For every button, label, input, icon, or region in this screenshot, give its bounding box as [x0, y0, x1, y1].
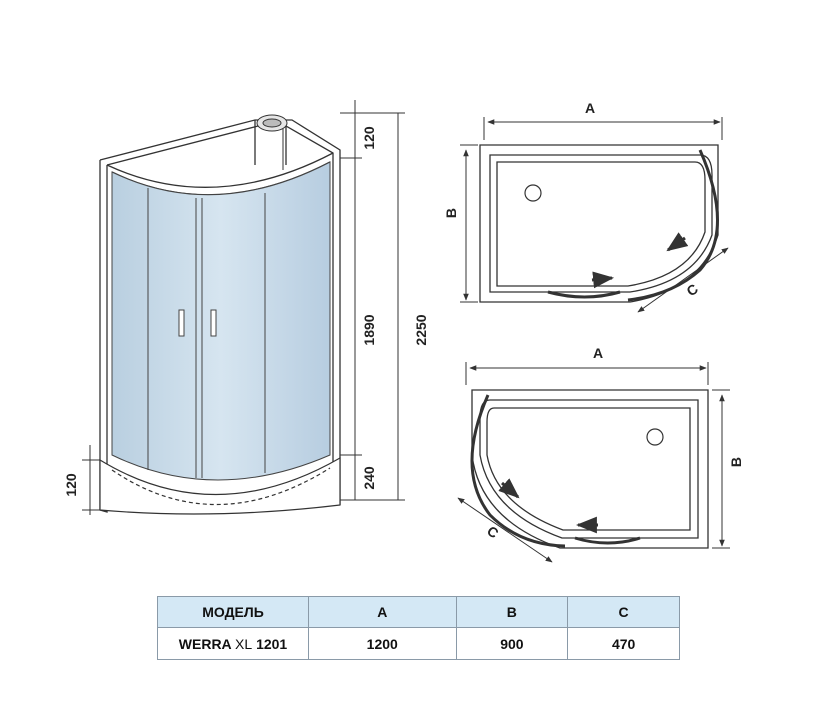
model-series: XL [235, 635, 253, 652]
front-dimensions [82, 100, 405, 515]
shower-head-icon [256, 114, 288, 170]
plan-right-label-a: A [585, 100, 595, 116]
plan-view-right: A B C [443, 100, 729, 313]
arrow-icon [591, 271, 615, 289]
cell-c: 470 [567, 627, 680, 660]
arrow-icon [498, 478, 520, 499]
dim-shower-height: 120 [361, 126, 377, 150]
plan-left-label-a: A [593, 345, 603, 361]
cell-a: 1200 [308, 627, 457, 660]
plan-right-label-c: C [683, 280, 700, 299]
plan-right-label-b: B [443, 208, 459, 218]
shower-tray [99, 456, 341, 515]
table-header-row: МОДЕЛЬ A B C [157, 596, 680, 628]
cell-b: 900 [455, 627, 569, 660]
drain-icon [524, 184, 542, 202]
cell-model: WERRA XL 1201 [157, 627, 309, 660]
front-view: 120 1890 2250 240 120 [63, 100, 429, 515]
dim-wall-height: 1890 [361, 314, 377, 345]
model-number: 1201 [256, 635, 288, 652]
model-brand: WERRA [178, 635, 232, 652]
plan-left-dimensions [457, 362, 730, 563]
header-c: C [567, 596, 680, 628]
drain-icon [646, 428, 664, 446]
glass-panels [111, 161, 331, 481]
plan-left-label-b: B [728, 457, 744, 467]
header-a: A [308, 596, 457, 628]
dim-total-height: 2250 [413, 314, 429, 345]
plan-view-left: A B C [457, 345, 744, 563]
dim-tray-height: 240 [361, 466, 377, 490]
arrow-icon [666, 232, 689, 252]
dim-tray-front-height: 120 [63, 473, 79, 497]
spec-table: МОДЕЛЬ A B C WERRA XL 1201 1200 900 470 [157, 596, 680, 660]
header-model: МОДЕЛЬ [157, 596, 309, 628]
plan-left-label-c: C [484, 522, 501, 541]
plan-right-dimensions [460, 117, 729, 313]
header-b: B [455, 596, 569, 628]
table-row: WERRA XL 1201 1200 900 470 [157, 627, 680, 660]
